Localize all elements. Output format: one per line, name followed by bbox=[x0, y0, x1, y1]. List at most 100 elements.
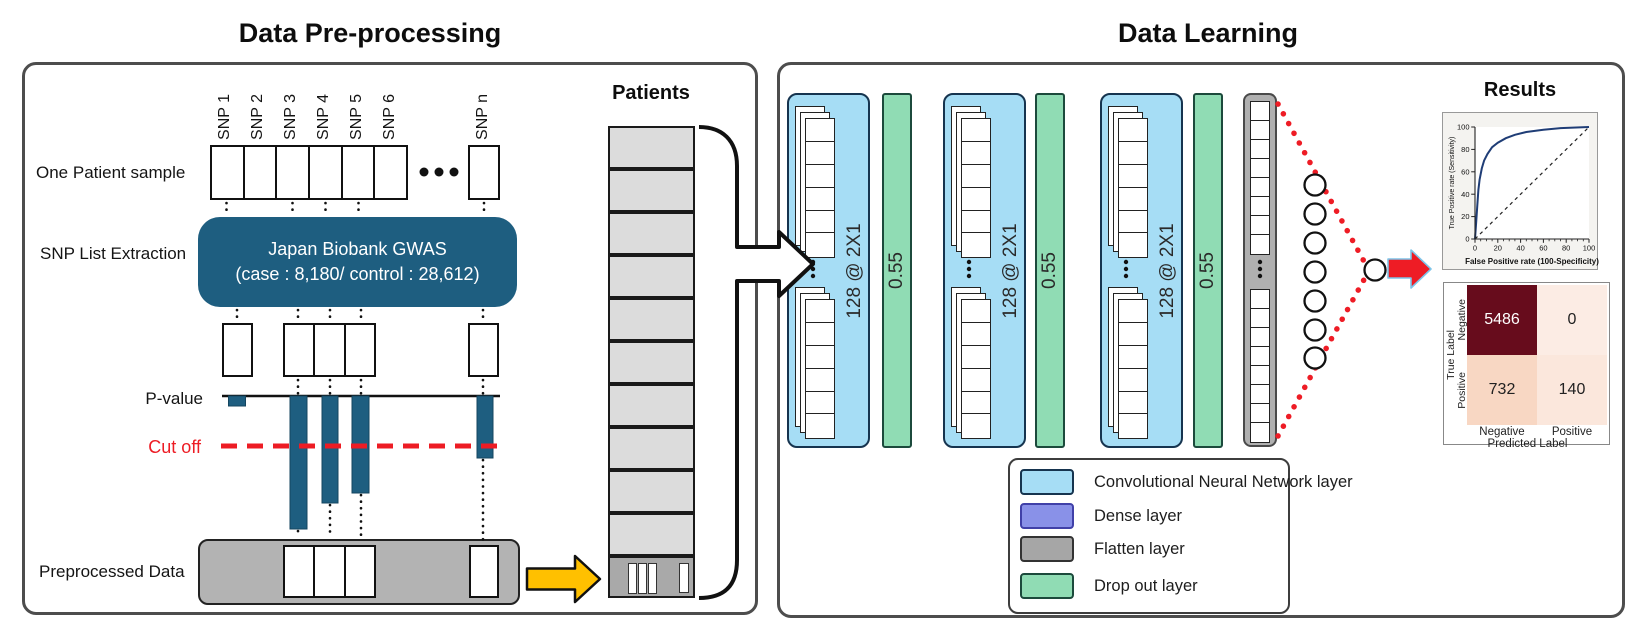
feature-map-cell bbox=[1119, 142, 1147, 165]
confusion-matrix: 5486 0 732 140 True Label Negative Posit… bbox=[1443, 282, 1610, 450]
patients-input-bar bbox=[648, 563, 657, 594]
svg-text:60: 60 bbox=[1539, 244, 1547, 253]
svg-text:100: 100 bbox=[1583, 244, 1596, 253]
feature-map-sheet bbox=[805, 299, 835, 439]
sample-cell bbox=[245, 147, 278, 198]
sample-cell bbox=[277, 147, 311, 198]
preprocessed-cell bbox=[315, 547, 346, 596]
feature-map-stack bbox=[951, 287, 993, 441]
feature-map-cell bbox=[806, 188, 834, 211]
snp-label-2: SNP 2 bbox=[249, 94, 266, 140]
gwas-line1: Japan Biobank GWAS bbox=[268, 239, 447, 259]
feature-map-cell bbox=[962, 165, 990, 188]
feature-map-sheet bbox=[961, 118, 991, 258]
feature-map-cell bbox=[1119, 414, 1147, 437]
patients-input-cell bbox=[608, 556, 695, 598]
cm-ycat-negative: Negative bbox=[1456, 299, 1468, 341]
feature-map-cell bbox=[1119, 369, 1147, 392]
legend-swatch-3 bbox=[1020, 573, 1074, 599]
flatten-layer bbox=[1243, 93, 1277, 447]
svg-text:40: 40 bbox=[1461, 190, 1469, 199]
flatten-cell bbox=[1250, 215, 1270, 236]
feature-map-stack bbox=[1108, 106, 1150, 260]
snp-label-1: SNP 1 bbox=[216, 94, 233, 140]
feature-map-cell bbox=[962, 188, 990, 211]
feature-map-cell bbox=[806, 119, 834, 142]
sample-cell bbox=[212, 147, 245, 198]
feature-map-cell bbox=[806, 369, 834, 392]
patients-cell bbox=[608, 298, 695, 341]
preprocessed-data-label: Preprocessed Data bbox=[39, 562, 185, 581]
flatten-cell bbox=[1250, 403, 1270, 424]
snp-list-extraction-label: SNP List Extraction bbox=[40, 244, 187, 263]
sample-box-row bbox=[210, 145, 408, 200]
feature-map-cell bbox=[962, 392, 990, 415]
feature-map-cell bbox=[806, 346, 834, 369]
patients-cell bbox=[608, 169, 695, 212]
gwas-box: Japan Biobank GWAS (case : 8,180/ contro… bbox=[198, 217, 517, 307]
feature-map-cell bbox=[1119, 211, 1147, 234]
feature-map-cell bbox=[806, 142, 834, 165]
snp-label-4: SNP 4 bbox=[315, 94, 332, 140]
feature-map-cell bbox=[1119, 188, 1147, 211]
legend-swatch-1 bbox=[1020, 503, 1074, 529]
legend-row-flatten: Flatten layer bbox=[1020, 536, 1185, 562]
feature-map-cell bbox=[806, 323, 834, 346]
flatten-cell bbox=[1250, 365, 1270, 386]
cm-cell-fp: 0 bbox=[1537, 285, 1607, 355]
feature-map-stack bbox=[1108, 287, 1150, 441]
flatten-cell bbox=[1250, 327, 1270, 348]
preprocessed-cell bbox=[346, 547, 374, 596]
feature-map-cell bbox=[1119, 346, 1147, 369]
roc-chance-line bbox=[1474, 126, 1590, 240]
extracted-cell bbox=[315, 325, 346, 375]
legend-label-dropout: Drop out layer bbox=[1094, 576, 1198, 595]
feature-map-stack bbox=[951, 106, 993, 260]
roc-ylabel: True Positive rate (Sensitivity) bbox=[1449, 137, 1456, 230]
feature-map-cell bbox=[806, 300, 834, 323]
extracted-cell bbox=[285, 325, 316, 375]
pvalue-label: P-value bbox=[145, 389, 203, 408]
feature-map-cell bbox=[962, 414, 990, 437]
patients-cell bbox=[608, 384, 695, 427]
sample-snp-n-box bbox=[468, 145, 500, 200]
feature-map-cell bbox=[1119, 119, 1147, 142]
extracted-cell bbox=[346, 325, 374, 375]
legend-swatch-0 bbox=[1020, 469, 1074, 495]
patients-title: Patients bbox=[612, 82, 690, 104]
roc-xlabel: False Positive rate (100-Specificity) bbox=[1465, 257, 1599, 266]
feature-map-cell bbox=[806, 414, 834, 437]
svg-text:0: 0 bbox=[1473, 244, 1477, 253]
cm-xcat-positive: Positive bbox=[1551, 426, 1593, 438]
feature-map-cell bbox=[962, 142, 990, 165]
dropout-bar-3-label: 0.55 bbox=[1197, 252, 1218, 289]
preprocessed-group-box bbox=[283, 545, 376, 598]
gwas-line2: (case : 8,180/ control : 28,612) bbox=[235, 264, 480, 284]
patients-cell bbox=[608, 212, 695, 255]
feature-map-cell bbox=[806, 233, 834, 256]
sample-cell bbox=[310, 147, 343, 198]
dropout-bar-1: 0.55 bbox=[882, 93, 912, 448]
patients-cell bbox=[608, 255, 695, 298]
feature-map-stack bbox=[795, 287, 837, 441]
svg-text:0: 0 bbox=[1465, 235, 1469, 244]
flatten-cell bbox=[1250, 158, 1270, 179]
feature-map-cell bbox=[962, 119, 990, 142]
sample-cell bbox=[343, 147, 376, 198]
legend-label-cnn: Convolutional Neural Network layer bbox=[1094, 472, 1353, 491]
preprocessing-title: Data Pre-processing bbox=[238, 18, 502, 48]
svg-text:60: 60 bbox=[1461, 167, 1469, 176]
patients-cell bbox=[608, 513, 695, 556]
svg-text:20: 20 bbox=[1461, 212, 1469, 221]
preprocessed-cell bbox=[285, 547, 316, 596]
feature-map-cell bbox=[806, 165, 834, 188]
legend-row-dense: Dense layer bbox=[1020, 503, 1182, 529]
extracted-snp-group-box bbox=[283, 323, 376, 377]
cm-ycat-positive: Positive bbox=[1456, 371, 1468, 409]
cm-xlabel: Predicted Label bbox=[1487, 438, 1568, 450]
dropout-bar-2-label: 0.55 bbox=[1039, 252, 1060, 289]
preprocessed-box bbox=[198, 539, 520, 605]
